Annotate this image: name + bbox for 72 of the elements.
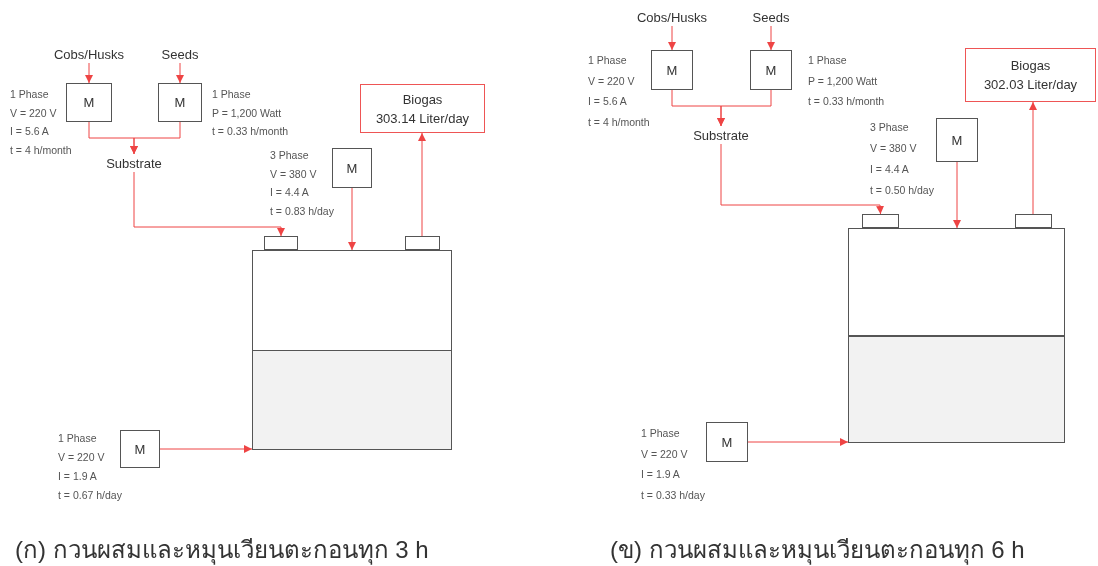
arrow <box>668 25 676 51</box>
spec-text: I = 1.9 A <box>58 470 97 482</box>
spec-text: I = 1.9 A <box>641 468 680 481</box>
arrow <box>133 171 285 237</box>
arrow <box>159 445 253 453</box>
motor-box: M <box>706 422 748 462</box>
spec-text: V = 380 V <box>870 142 917 154</box>
spec-text: t = 0.33 h/day <box>641 489 705 502</box>
spec-text: t = 4 h/month <box>10 143 72 156</box>
spec-text: 1 Phase <box>641 427 680 439</box>
spec-text: 1 Phase <box>588 54 627 66</box>
arrow <box>720 143 885 215</box>
arrow <box>767 25 775 51</box>
spec-text: V = 220 V <box>588 74 635 87</box>
output-value: 303.14 Liter/day <box>375 110 470 126</box>
spec-text: I = 4.4 A <box>270 186 309 198</box>
spec-text: V = 380 V <box>270 167 317 180</box>
arrow <box>747 438 849 446</box>
output-title: Biogas <box>402 91 443 107</box>
spec-text: P = 1,200 Watt <box>808 74 878 87</box>
motor-box: M <box>936 118 978 162</box>
port-box <box>264 236 298 250</box>
spec-text: V = 220 V <box>58 451 105 463</box>
motor-box: M <box>158 83 202 122</box>
motor-box: M <box>66 83 112 122</box>
input-label: Seeds <box>160 45 200 63</box>
arrow <box>717 89 772 127</box>
spec-text: I = 5.6 A <box>10 125 49 137</box>
caption: (ข) กวนผสมและหมุนเวียนตะกอนทุก 6 h <box>610 535 1025 566</box>
port-box <box>405 236 440 250</box>
flow-label: Substrate <box>100 154 168 172</box>
motor-box: M <box>120 430 160 468</box>
motor-box: M <box>332 148 372 188</box>
arrow <box>953 161 961 229</box>
spec-text: 3 Phase <box>870 121 909 133</box>
spec-text: t = 4 h/month <box>588 116 650 129</box>
input-label: Seeds <box>751 8 791 26</box>
arrow <box>1029 101 1037 215</box>
input-label: Cobs/Husks <box>638 8 706 26</box>
tank <box>252 250 452 450</box>
spec-text: P = 1,200 Watt <box>212 106 282 119</box>
output-title: Biogas <box>1010 58 1051 73</box>
spec-text: I = 4.4 A <box>870 163 909 175</box>
spec-text: V = 220 V <box>10 106 57 119</box>
spec-text: 1 Phase <box>212 88 251 100</box>
port-box <box>862 214 899 228</box>
spec-text: V = 220 V <box>641 447 688 460</box>
output-box <box>360 84 485 133</box>
arrow <box>130 121 181 155</box>
arrow <box>85 62 93 84</box>
flow-label: Substrate <box>687 126 755 144</box>
output-box <box>965 48 1096 102</box>
tank <box>848 228 1065 443</box>
spec-text: t = 0.33 h/month <box>808 95 885 108</box>
input-label: Cobs/Husks <box>55 45 123 63</box>
spec-text: t = 0.50 h/day <box>870 184 934 196</box>
output-value: 302.03 Liter/day <box>983 77 1078 92</box>
arrow <box>418 132 426 237</box>
spec-text: I = 5.6 A <box>588 95 627 108</box>
spec-text: 1 Phase <box>10 88 49 100</box>
arrow <box>348 187 356 251</box>
arrow <box>176 62 184 84</box>
spec-text: t = 0.83 h/day <box>270 204 334 217</box>
port-box <box>1015 214 1052 228</box>
spec-text: t = 0.67 h/day <box>58 489 122 501</box>
caption: (ก) กวนผสมและหมุนเวียนตะกอนทุก 3 h <box>15 535 429 566</box>
spec-text: 1 Phase <box>808 54 847 66</box>
motor-box: M <box>750 50 792 90</box>
spec-text: 1 Phase <box>58 432 97 444</box>
motor-box: M <box>651 50 693 90</box>
spec-text: 3 Phase <box>270 149 309 161</box>
spec-text: t = 0.33 h/month <box>212 125 289 137</box>
